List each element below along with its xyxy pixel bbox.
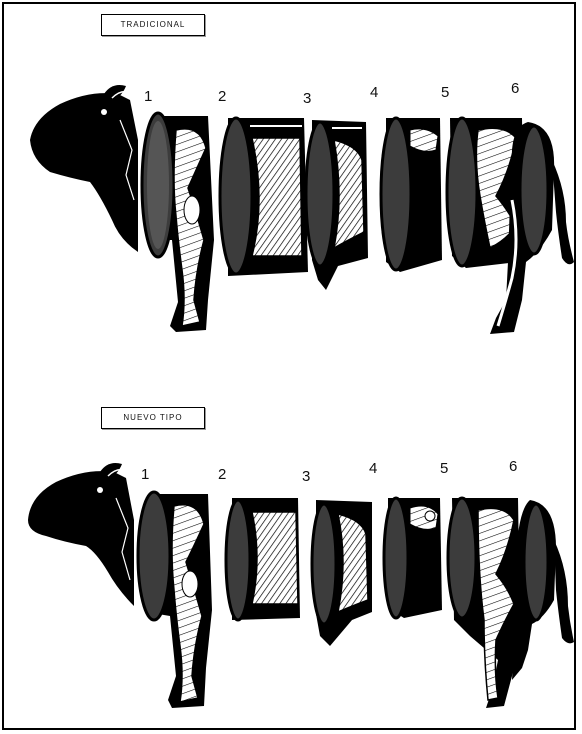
- cut-section-5-bottom: [448, 498, 520, 708]
- cow-head-top: [30, 85, 138, 252]
- cut-section-3-top: [306, 120, 368, 290]
- cow-head-bottom: [28, 463, 134, 606]
- cow-traditional: [30, 85, 574, 334]
- cut-section-6-bottom: [512, 500, 574, 680]
- cut-section-2-top: [220, 118, 308, 276]
- cut-section-2-bottom: [226, 498, 300, 620]
- cut-section-1-top: [142, 113, 214, 332]
- cut-section-4-top: [381, 118, 442, 272]
- cow-new-type: [28, 463, 574, 708]
- cut-section-3-bottom: [312, 500, 372, 646]
- cut-section-1-bottom: [138, 492, 212, 708]
- cut-section-4-bottom: [384, 498, 442, 618]
